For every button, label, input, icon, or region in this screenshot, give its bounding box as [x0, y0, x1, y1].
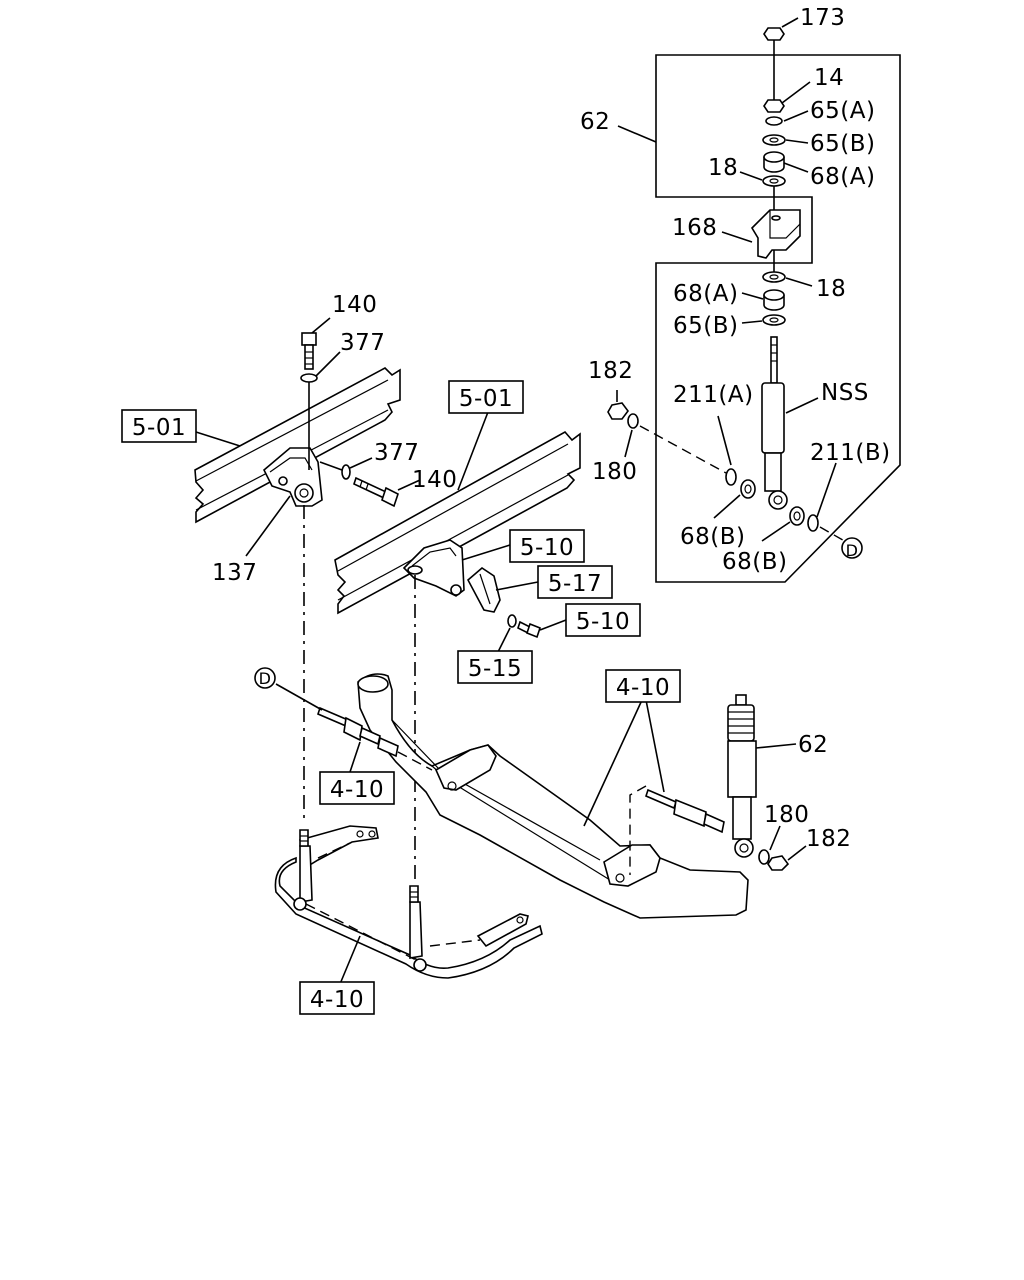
bushing-68a-mid[interactable] [763, 289, 785, 311]
ref-box-5-01-right[interactable]: 5-01 [448, 380, 524, 414]
shock-absorber-62[interactable] [727, 694, 757, 858]
ref-box-5-01-left[interactable]: 5-01 [121, 409, 197, 443]
frame-rail-right [334, 430, 581, 615]
ref-box-5-15[interactable]: 5-15 [457, 650, 533, 684]
washer-5-15[interactable] [507, 614, 517, 628]
ref-box-5-17[interactable]: 5-17 [537, 565, 613, 599]
shackle-5-17[interactable] [466, 566, 501, 613]
ref-box-4-10-mid[interactable]: 4-10 [319, 771, 395, 805]
label-377-mid: 377 [374, 440, 419, 466]
label-62-shock: 62 [798, 732, 828, 758]
washer-377-mid[interactable] [341, 464, 351, 480]
label-65b-top: 65(B) [810, 131, 876, 157]
axle-beam [357, 673, 749, 919]
washer-18-mid[interactable] [762, 271, 786, 283]
label-62-group: 62 [580, 109, 610, 135]
bracket-137[interactable] [263, 447, 323, 507]
ref-box-4-10-right[interactable]: 4-10 [605, 669, 681, 703]
ref-4-10-right-text: 4-10 [616, 675, 670, 701]
label-211b: 211(B) [810, 440, 891, 466]
washer-65b-top[interactable] [762, 134, 786, 146]
ref-5-10-bot-text: 5-10 [576, 609, 630, 635]
washer-211a[interactable] [725, 468, 737, 486]
nut-173[interactable] [763, 27, 785, 100]
label-d-right: D [846, 541, 859, 560]
label-140-top: 140 [332, 292, 377, 318]
ref-5-15-text: 5-15 [468, 656, 522, 682]
ref-box-5-10-top[interactable]: 5-10 [509, 529, 585, 563]
label-137: 137 [212, 560, 257, 586]
label-173: 173 [800, 5, 845, 31]
label-180-top: 180 [592, 459, 637, 485]
label-182-bot: 182 [806, 826, 851, 852]
label-182-top: 182 [588, 358, 633, 384]
shock-kit-frame [655, 54, 901, 583]
label-140-mid: 140 [412, 467, 457, 493]
washer-65b-mid[interactable] [762, 314, 786, 326]
bolt-140-top[interactable] [301, 332, 317, 370]
washer-18-top[interactable] [762, 175, 786, 272]
spring-bolt-right[interactable] [645, 788, 725, 834]
ref-4-10-bot-text: 4-10 [310, 987, 364, 1013]
washer-180-top[interactable] [627, 413, 639, 429]
stabilizer-bar [274, 825, 543, 979]
ref-5-01-left-text: 5-01 [132, 415, 186, 441]
label-68b-left: 68(B) [680, 524, 746, 550]
bracket-168[interactable] [750, 209, 801, 259]
nut-182-top[interactable] [607, 402, 629, 420]
leaders-left-bracket [195, 317, 421, 557]
label-d-left: D [259, 669, 272, 688]
label-14: 14 [814, 65, 844, 91]
label-211a: 211(A) [673, 382, 754, 408]
washer-180-bot[interactable] [758, 849, 770, 865]
ref-box-5-10-bot[interactable]: 5-10 [565, 603, 641, 637]
ref-5-10-top-text: 5-10 [520, 535, 574, 561]
leaders-right [616, 17, 863, 559]
label-180-bot: 180 [764, 802, 809, 828]
label-65a-top: 65(A) [810, 98, 875, 124]
shock-absorber-kit[interactable] [761, 336, 788, 510]
spring-bolt-left[interactable] [317, 706, 399, 758]
bracket-5-10[interactable] [402, 539, 465, 597]
label-68a-top: 68(A) [810, 164, 875, 190]
label-377-top: 377 [340, 330, 385, 356]
bolt-140-mid[interactable] [353, 476, 399, 508]
washer-377-top[interactable] [300, 373, 318, 383]
washer-211b[interactable] [807, 514, 819, 532]
bolt-5-10[interactable] [517, 620, 541, 639]
label-18-mid: 18 [816, 276, 846, 302]
nut-182-bot[interactable] [767, 855, 790, 871]
label-65b-mid: 65(B) [673, 313, 739, 339]
label-18-top: 18 [708, 155, 738, 181]
label-nss: NSS [821, 380, 869, 406]
ref-4-10-mid-text: 4-10 [330, 777, 384, 803]
washer-65a[interactable] [765, 116, 783, 126]
bushing-68b-left[interactable] [740, 479, 756, 499]
bushing-68b-right[interactable] [789, 506, 805, 526]
bushing-68a-top[interactable] [763, 151, 785, 173]
ref-box-4-10-bot[interactable]: 4-10 [299, 981, 375, 1015]
label-68b-right: 68(B) [722, 549, 788, 575]
label-68a-mid: 68(A) [673, 281, 738, 307]
ref-5-01-right-text: 5-01 [459, 386, 513, 412]
ref-5-17-text: 5-17 [548, 571, 602, 597]
nut-14[interactable] [763, 99, 785, 113]
leaders-right-bracket [461, 544, 567, 653]
leaders-shock [755, 743, 807, 861]
label-168: 168 [672, 215, 717, 241]
